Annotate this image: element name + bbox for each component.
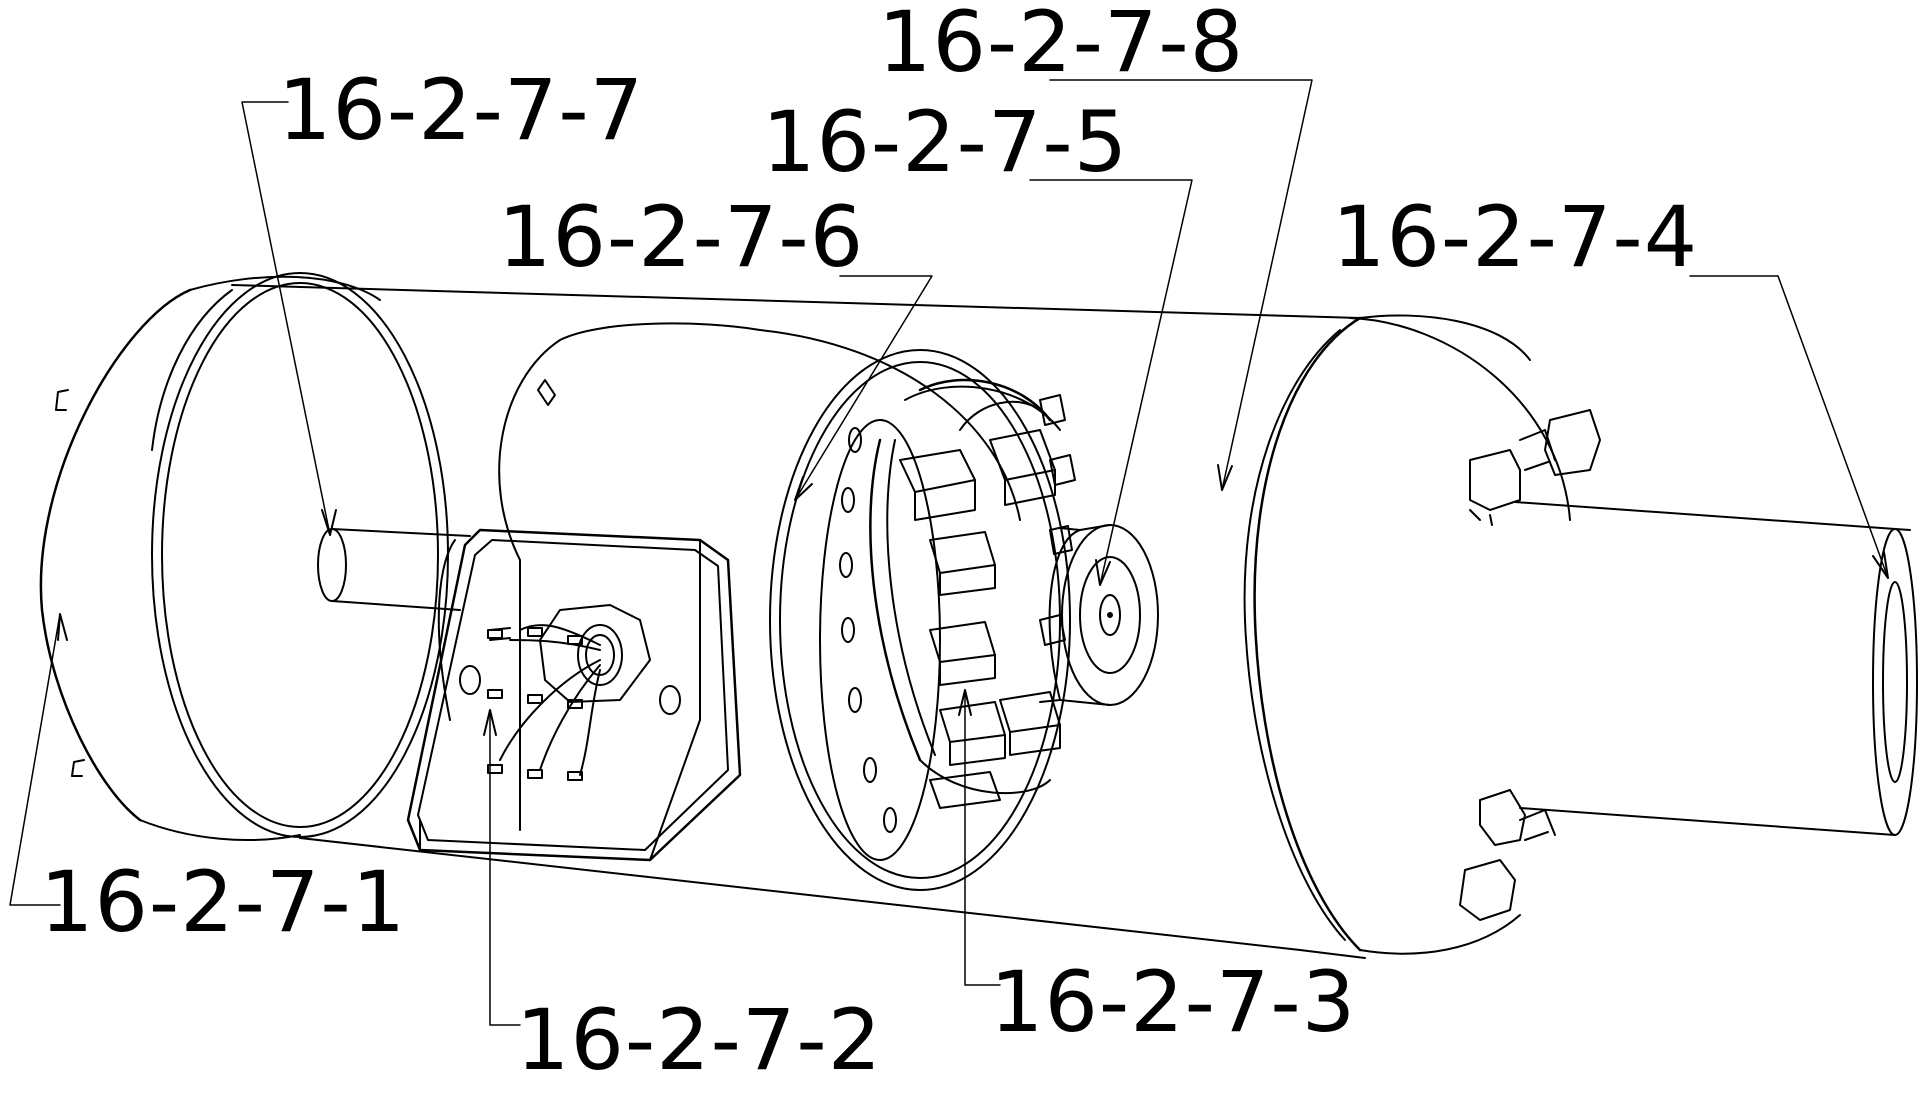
rotor-spool xyxy=(1039,524,1159,706)
middle-housing xyxy=(498,322,1071,891)
callout-16-2-7-5: 16-2-7-5 xyxy=(762,93,1129,191)
callout-16-2-7-4: 16-2-7-4 xyxy=(1332,188,1699,286)
leader-lines xyxy=(9,79,1889,1026)
callout-16-2-7-7: 16-2-7-7 xyxy=(278,61,645,159)
callout-16-2-7-3: 16-2-7-3 xyxy=(990,953,1357,1051)
clamp-brackets xyxy=(1459,409,1601,921)
right-shaft xyxy=(1514,501,1918,836)
pole-blocks xyxy=(899,394,1076,809)
junction-bracket xyxy=(406,528,742,862)
callout-16-2-7-2: 16-2-7-2 xyxy=(516,991,883,1089)
right-end-cap xyxy=(1243,314,1531,959)
callout-16-2-7-8: 16-2-7-8 xyxy=(878,0,1245,91)
callout-16-2-7-1: 16-2-7-1 xyxy=(40,853,407,951)
callout-16-2-7-6: 16-2-7-6 xyxy=(498,188,865,286)
left-end-cap xyxy=(39,272,449,841)
